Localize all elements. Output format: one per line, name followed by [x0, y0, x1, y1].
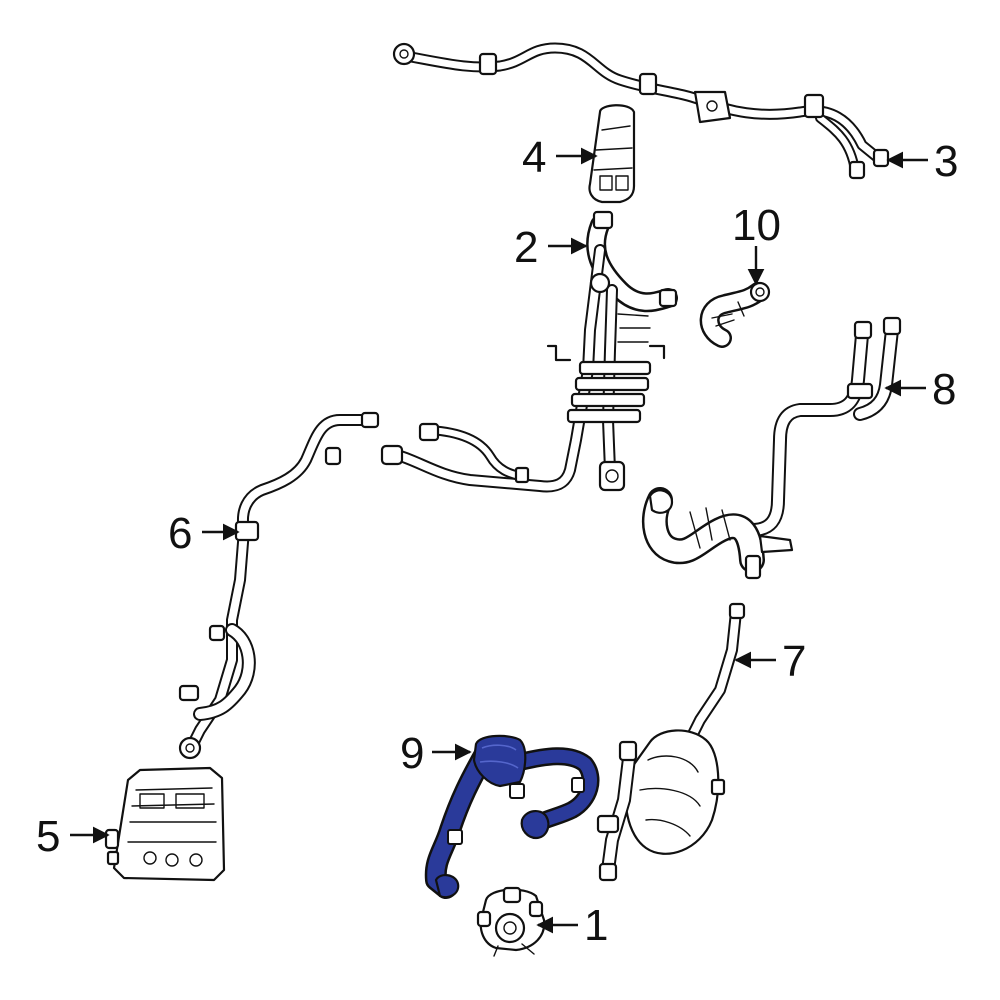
part-3-hose-assembly[interactable]: [392, 42, 890, 180]
callout-labels: 1 2 3 4 5 6 7 8 9 10: [36, 133, 958, 950]
callout-6: 6: [168, 509, 192, 558]
part-8-hose-assembly[interactable]: [641, 316, 902, 580]
part-10-small-hose[interactable]: [699, 281, 771, 348]
callout-1: 1: [584, 901, 608, 950]
callout-4: 4: [522, 133, 546, 182]
callout-9: 9: [400, 729, 424, 778]
part-7-hose-assembly[interactable]: [596, 602, 746, 882]
part-9-highlighted-hose[interactable]: [424, 734, 600, 899]
callout-7: 7: [782, 637, 806, 686]
callout-3: 3: [934, 137, 958, 186]
callout-leaders: [70, 147, 928, 934]
part-4-module-cover[interactable]: [588, 104, 636, 204]
callout-8: 8: [932, 365, 956, 414]
part-1-pump[interactable]: [476, 886, 546, 957]
part-6-hose-assembly[interactable]: [178, 411, 380, 760]
callout-5: 5: [36, 812, 60, 861]
callout-10: 10: [732, 201, 781, 250]
part-5-control-module[interactable]: [104, 766, 226, 882]
callout-2: 2: [514, 223, 538, 272]
part-2-manifold-bundle[interactable]: [380, 210, 678, 493]
